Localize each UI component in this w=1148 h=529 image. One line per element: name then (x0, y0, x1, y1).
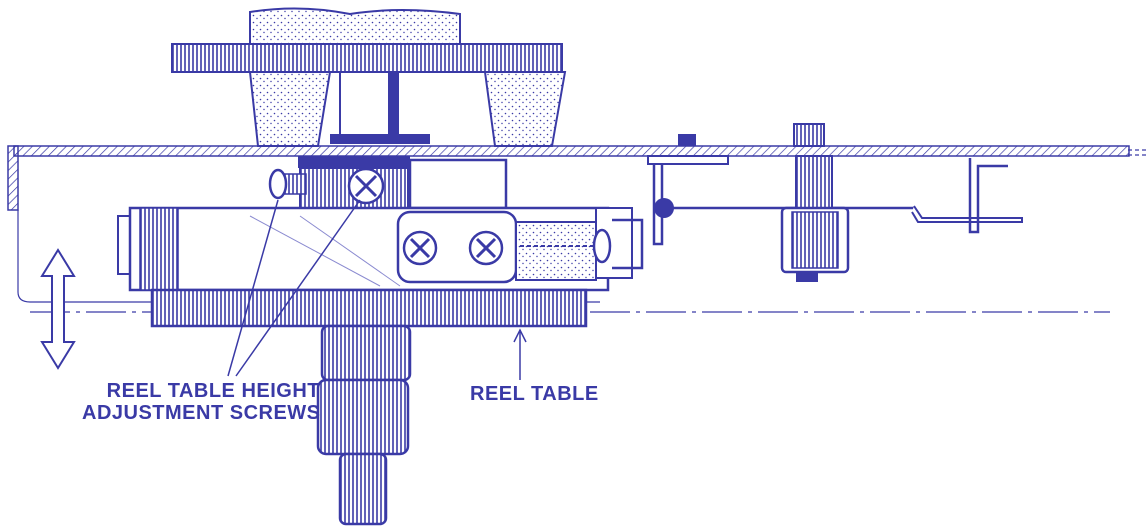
side-screw-icon (592, 228, 612, 264)
reel-hub-top (171, 7, 567, 147)
height-screw-side-icon (268, 168, 307, 200)
reel-table-ring (150, 288, 588, 328)
leader-lines (227, 199, 527, 380)
spindle-collar (298, 156, 508, 210)
height-screws-label: REEL TABLE HEIGHT ADJUSTMENT SCREWS (82, 380, 320, 424)
brake-linkage (612, 123, 1023, 282)
height-screws-label-line2: ADJUSTMENT SCREWS (82, 402, 321, 424)
clamp-screw-right-icon (468, 230, 504, 266)
lower-spindle (316, 324, 412, 526)
reel-table-label: REEL TABLE (470, 383, 599, 405)
deck-plate (7, 145, 1148, 211)
clamp-screw-left-icon (402, 230, 438, 266)
height-screw-front-icon (347, 167, 385, 205)
reel-table-body (117, 206, 633, 292)
height-screws-label-line1: REEL TABLE HEIGHT (106, 380, 320, 402)
height-adjust-arrow-icon (40, 248, 76, 370)
